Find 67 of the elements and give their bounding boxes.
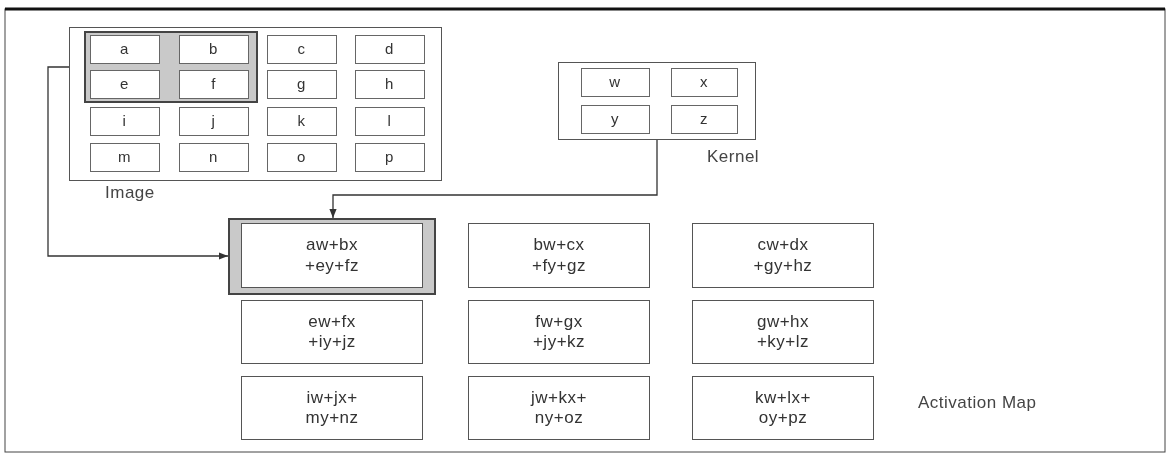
- cell-letter: g: [297, 75, 306, 93]
- cell-letter: o: [297, 148, 306, 166]
- grid-frame: [69, 27, 442, 181]
- formula-text: iw+jx+ my+nz: [304, 387, 360, 429]
- grid-cell: [670, 67, 738, 97]
- result-cell: [468, 376, 650, 440]
- cell-letter: e: [120, 75, 129, 93]
- grid-cell: [670, 104, 738, 134]
- grid-cell: [580, 104, 650, 134]
- cell-letter: i: [122, 112, 127, 130]
- cell-letter: h: [385, 75, 394, 93]
- connector-arrow: [47, 66, 229, 260]
- grid-cell: [354, 142, 425, 172]
- cell-letter: d: [385, 40, 394, 58]
- grid-cell: [89, 69, 160, 99]
- grid-cell: [266, 34, 337, 64]
- formula-text: fw+gx +jy+kz: [531, 311, 587, 353]
- grid-cell: [178, 69, 249, 99]
- result-cell: [692, 223, 874, 288]
- cell-letter: z: [700, 110, 708, 128]
- cell-letter: a: [120, 40, 129, 58]
- cell-letter: m: [118, 148, 131, 166]
- cell-letter: b: [209, 40, 218, 58]
- grid-cell: [89, 106, 160, 136]
- caption-text: Image: [105, 183, 155, 203]
- connector-arrow: [329, 139, 658, 219]
- highlight-frame: [83, 30, 258, 103]
- formula-text: jw+kx+ ny+oz: [529, 387, 588, 429]
- grid-cell: [580, 67, 650, 97]
- highlight-frame: [228, 218, 436, 295]
- formula-text: ew+fx +iy+jz: [307, 311, 357, 353]
- cell-letter: c: [297, 40, 306, 58]
- grid-cell: [354, 34, 425, 64]
- result-cell: [468, 223, 650, 288]
- grid-cell: [354, 106, 425, 136]
- grid-cell: [178, 34, 249, 64]
- cell-letter: p: [385, 148, 394, 166]
- cell-letter: w: [609, 73, 621, 91]
- formula-text: cw+dx +gy+hz: [752, 235, 814, 276]
- result-cell: [241, 223, 423, 288]
- grid-cell: [354, 69, 425, 99]
- formula-text: gw+hx +ky+lz: [755, 311, 811, 353]
- formula-text: bw+cx +fy+gz: [530, 235, 587, 276]
- caption-text: Activation Map: [918, 393, 1037, 413]
- grid-cell: [89, 34, 160, 64]
- result-cell: [468, 300, 650, 364]
- grid-cell: [89, 142, 160, 172]
- result-cell: [692, 300, 874, 364]
- result-cell: [241, 376, 423, 440]
- caption-text: Kernel: [707, 147, 760, 167]
- grid-cell: [178, 106, 249, 136]
- grid-cell: [266, 142, 337, 172]
- cell-letter: f: [211, 75, 216, 93]
- result-cell: [692, 376, 874, 440]
- formula-text: aw+bx +ey+fz: [303, 235, 360, 276]
- cell-letter: j: [211, 112, 216, 130]
- grid-cell: [266, 106, 337, 136]
- grid-cell: [178, 142, 249, 172]
- cell-letter: l: [387, 112, 392, 130]
- cell-letter: x: [700, 73, 708, 91]
- cell-letter: y: [611, 110, 619, 128]
- grid-cell: [266, 69, 337, 99]
- cell-letter: n: [209, 148, 218, 166]
- formula-text: kw+lx+ oy+pz: [754, 387, 812, 429]
- cell-letter: k: [297, 112, 306, 130]
- result-cell: [241, 300, 423, 364]
- grid-frame: [558, 62, 756, 140]
